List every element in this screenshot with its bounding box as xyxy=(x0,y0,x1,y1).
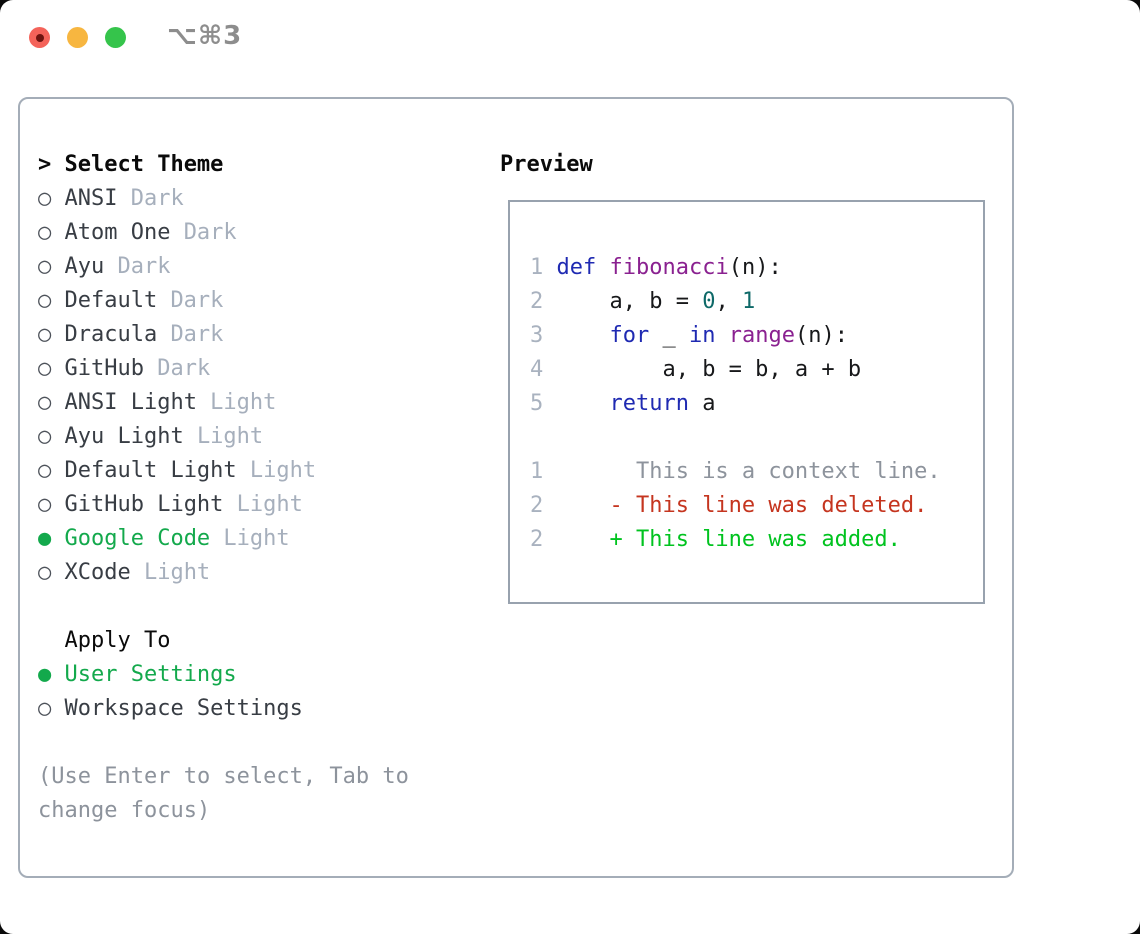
preview-title: Preview xyxy=(500,152,593,177)
preview-line xyxy=(530,421,941,455)
preview-code: 1 def fibonacci(n): 2 a, b = 0, 1 3 for _ … xyxy=(530,251,941,557)
close-dot-icon xyxy=(35,33,44,42)
select-theme-title: Select Theme xyxy=(64,152,224,177)
apply-to-list: ●User Settings ○Workspace Settings xyxy=(38,658,409,726)
minimize-button[interactable] xyxy=(67,27,88,48)
spacer xyxy=(38,590,409,624)
preview-line: 2 + This line was added. xyxy=(530,527,901,552)
apply-to-title: Apply To xyxy=(64,628,171,653)
preview-line: 2 a, b = 0, 1 xyxy=(530,289,756,314)
preview-line: 3 for _ in range(n): xyxy=(530,323,848,348)
apply-option-user-settings[interactable]: ●User Settings xyxy=(38,662,237,687)
preview-line: 4 a, b = b, a + b xyxy=(530,357,862,382)
preview-line: 1 def fibonacci(n): xyxy=(530,255,782,280)
close-button[interactable] xyxy=(29,27,50,48)
preview-line: 1 This is a context line. xyxy=(530,459,941,484)
help-text-line: change focus) xyxy=(38,798,211,823)
zoom-button[interactable] xyxy=(105,27,126,48)
apply-option-workspace-settings[interactable]: ○Workspace Settings xyxy=(38,696,303,721)
preview-box: 1 def fibonacci(n): 2 a, b = 0, 1 3 for _ … xyxy=(508,200,985,604)
preview-line: 2 - This line was deleted. xyxy=(530,493,928,518)
cursor-indicator: > xyxy=(38,152,52,177)
spacer xyxy=(38,726,409,760)
apply-to-header: Apply To xyxy=(38,624,409,658)
select-theme-header: > Select Theme xyxy=(38,148,409,182)
help-footer: (Use Enter to select, Tab to change focus… xyxy=(38,760,409,828)
titlebar-traffic-lights xyxy=(29,27,126,48)
preview-line: 5 return a xyxy=(530,391,716,416)
window-title: ⌥⌘3 xyxy=(167,21,243,51)
help-text-line: (Use Enter to select, Tab to xyxy=(38,764,409,789)
